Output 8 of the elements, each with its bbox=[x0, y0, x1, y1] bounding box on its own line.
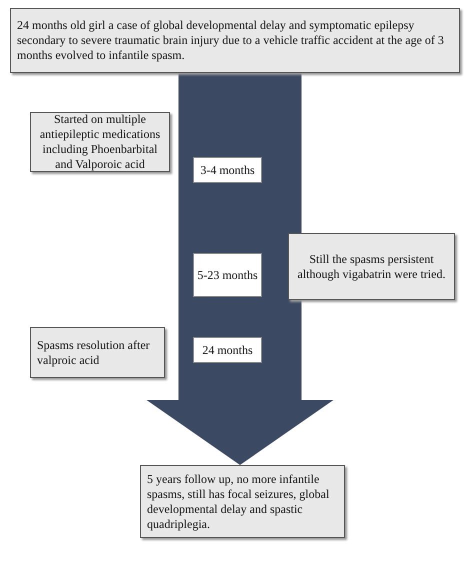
text-box: Started on multiple antiepileptic medications including Phoenbarbital and Valporoic acid bbox=[30, 112, 170, 172]
time-label-box: 3-4 months bbox=[193, 157, 262, 183]
text-box: 5 years follow up, no more infantile spasms, still has focal seizures, global developmental delay and spastic quadriplegia. bbox=[140, 465, 345, 538]
time-label-box: 5-23 months bbox=[193, 253, 262, 297]
time-label-box: 24 months bbox=[193, 337, 262, 363]
text-box: Spasms resolution after valproic acid bbox=[30, 327, 165, 378]
text-box: 24 months old girl a case of global developmental delay and symptomatic epilepsy secondary to severe traumatic brain injury due to a vehicle traffic accident at the age of 3 months evolved to infantile spasm. bbox=[10, 8, 460, 73]
text-box: Still the spasms persistent although vigabatrin were tried. bbox=[288, 233, 455, 300]
